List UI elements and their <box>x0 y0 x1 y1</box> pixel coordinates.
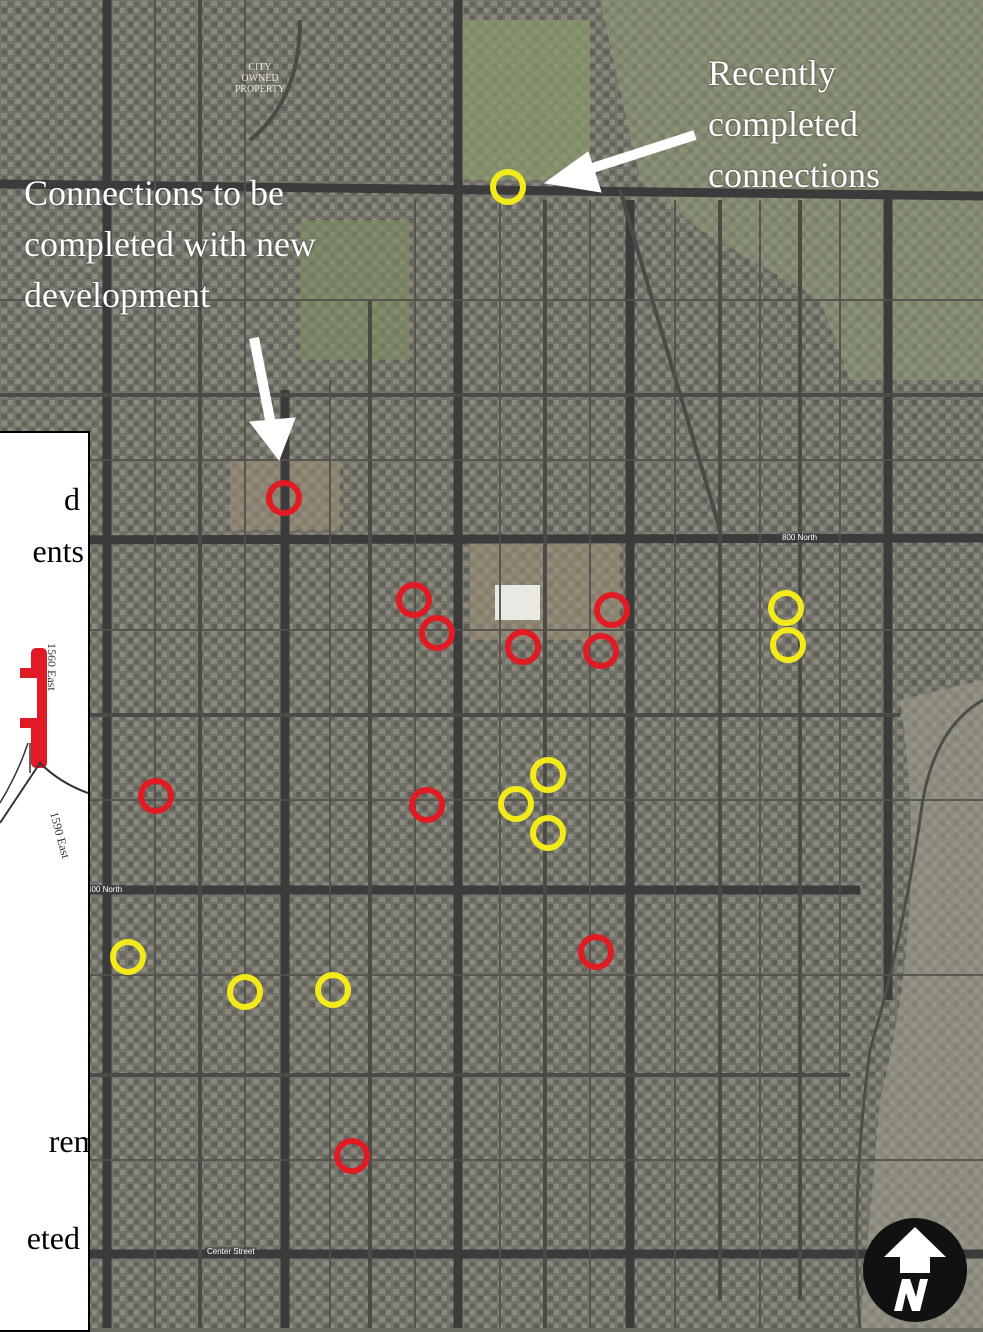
new-dev-arrow-head <box>249 417 296 462</box>
completed-connection-marker[interactable] <box>490 169 526 205</box>
annotation-arrows <box>249 130 697 462</box>
planned-connection-marker[interactable] <box>578 934 614 970</box>
completed-connection-marker[interactable] <box>227 974 263 1010</box>
completed-connection-marker[interactable] <box>315 972 351 1008</box>
planned-connection-marker[interactable] <box>409 787 445 823</box>
street-label-400-north: 400 North <box>85 885 125 894</box>
planned-connection-marker[interactable] <box>594 592 630 628</box>
annotation-recently-completed: Recently completed connections <box>708 53 880 195</box>
inset-label-1560-east: 1560 East <box>45 643 59 691</box>
city-owned-label: CITY OWNED PROPERTY <box>234 62 286 95</box>
north-arrow-icon <box>863 1218 967 1322</box>
planned-connection-marker[interactable] <box>505 629 541 665</box>
inset-legend-panel: d ents rements eted 1560 East 1590 East <box>0 431 90 1332</box>
planned-connection-marker[interactable] <box>583 633 619 669</box>
completed-connection-marker[interactable] <box>530 815 566 851</box>
completed-connection-marker[interactable] <box>530 757 566 793</box>
completed-markers <box>110 169 806 1010</box>
inset-mini-map: 1560 East 1590 East <box>0 643 88 860</box>
completed-connection-marker[interactable] <box>770 627 806 663</box>
inset-text-fragment: rements <box>48 1123 88 1159</box>
planned-connection-marker[interactable] <box>266 480 302 516</box>
planned-connection-marker[interactable] <box>419 615 455 651</box>
planned-connection-marker[interactable] <box>138 778 174 814</box>
planned-markers <box>138 480 630 1174</box>
inset-label-1590-east: 1590 East <box>47 810 73 860</box>
recent-arrow-shaft <box>578 130 697 177</box>
planned-connection-marker[interactable] <box>396 582 432 618</box>
street-label-800-north: 800 North <box>780 533 820 542</box>
completed-connection-marker[interactable] <box>498 786 534 822</box>
recent-arrow-head <box>543 151 602 193</box>
inset-text-fragment: d <box>64 481 80 517</box>
annotation-new-development: Connections to be completed with new dev… <box>24 173 316 315</box>
completed-connection-marker[interactable] <box>768 590 804 626</box>
inset-text-fragment: eted <box>26 1220 80 1256</box>
completed-connection-marker[interactable] <box>110 939 146 975</box>
planned-connection-marker[interactable] <box>334 1138 370 1174</box>
new-dev-arrow-shaft <box>249 337 277 431</box>
street-label-center: Center Street <box>205 1247 257 1256</box>
inset-text-fragment: ents <box>32 533 84 569</box>
